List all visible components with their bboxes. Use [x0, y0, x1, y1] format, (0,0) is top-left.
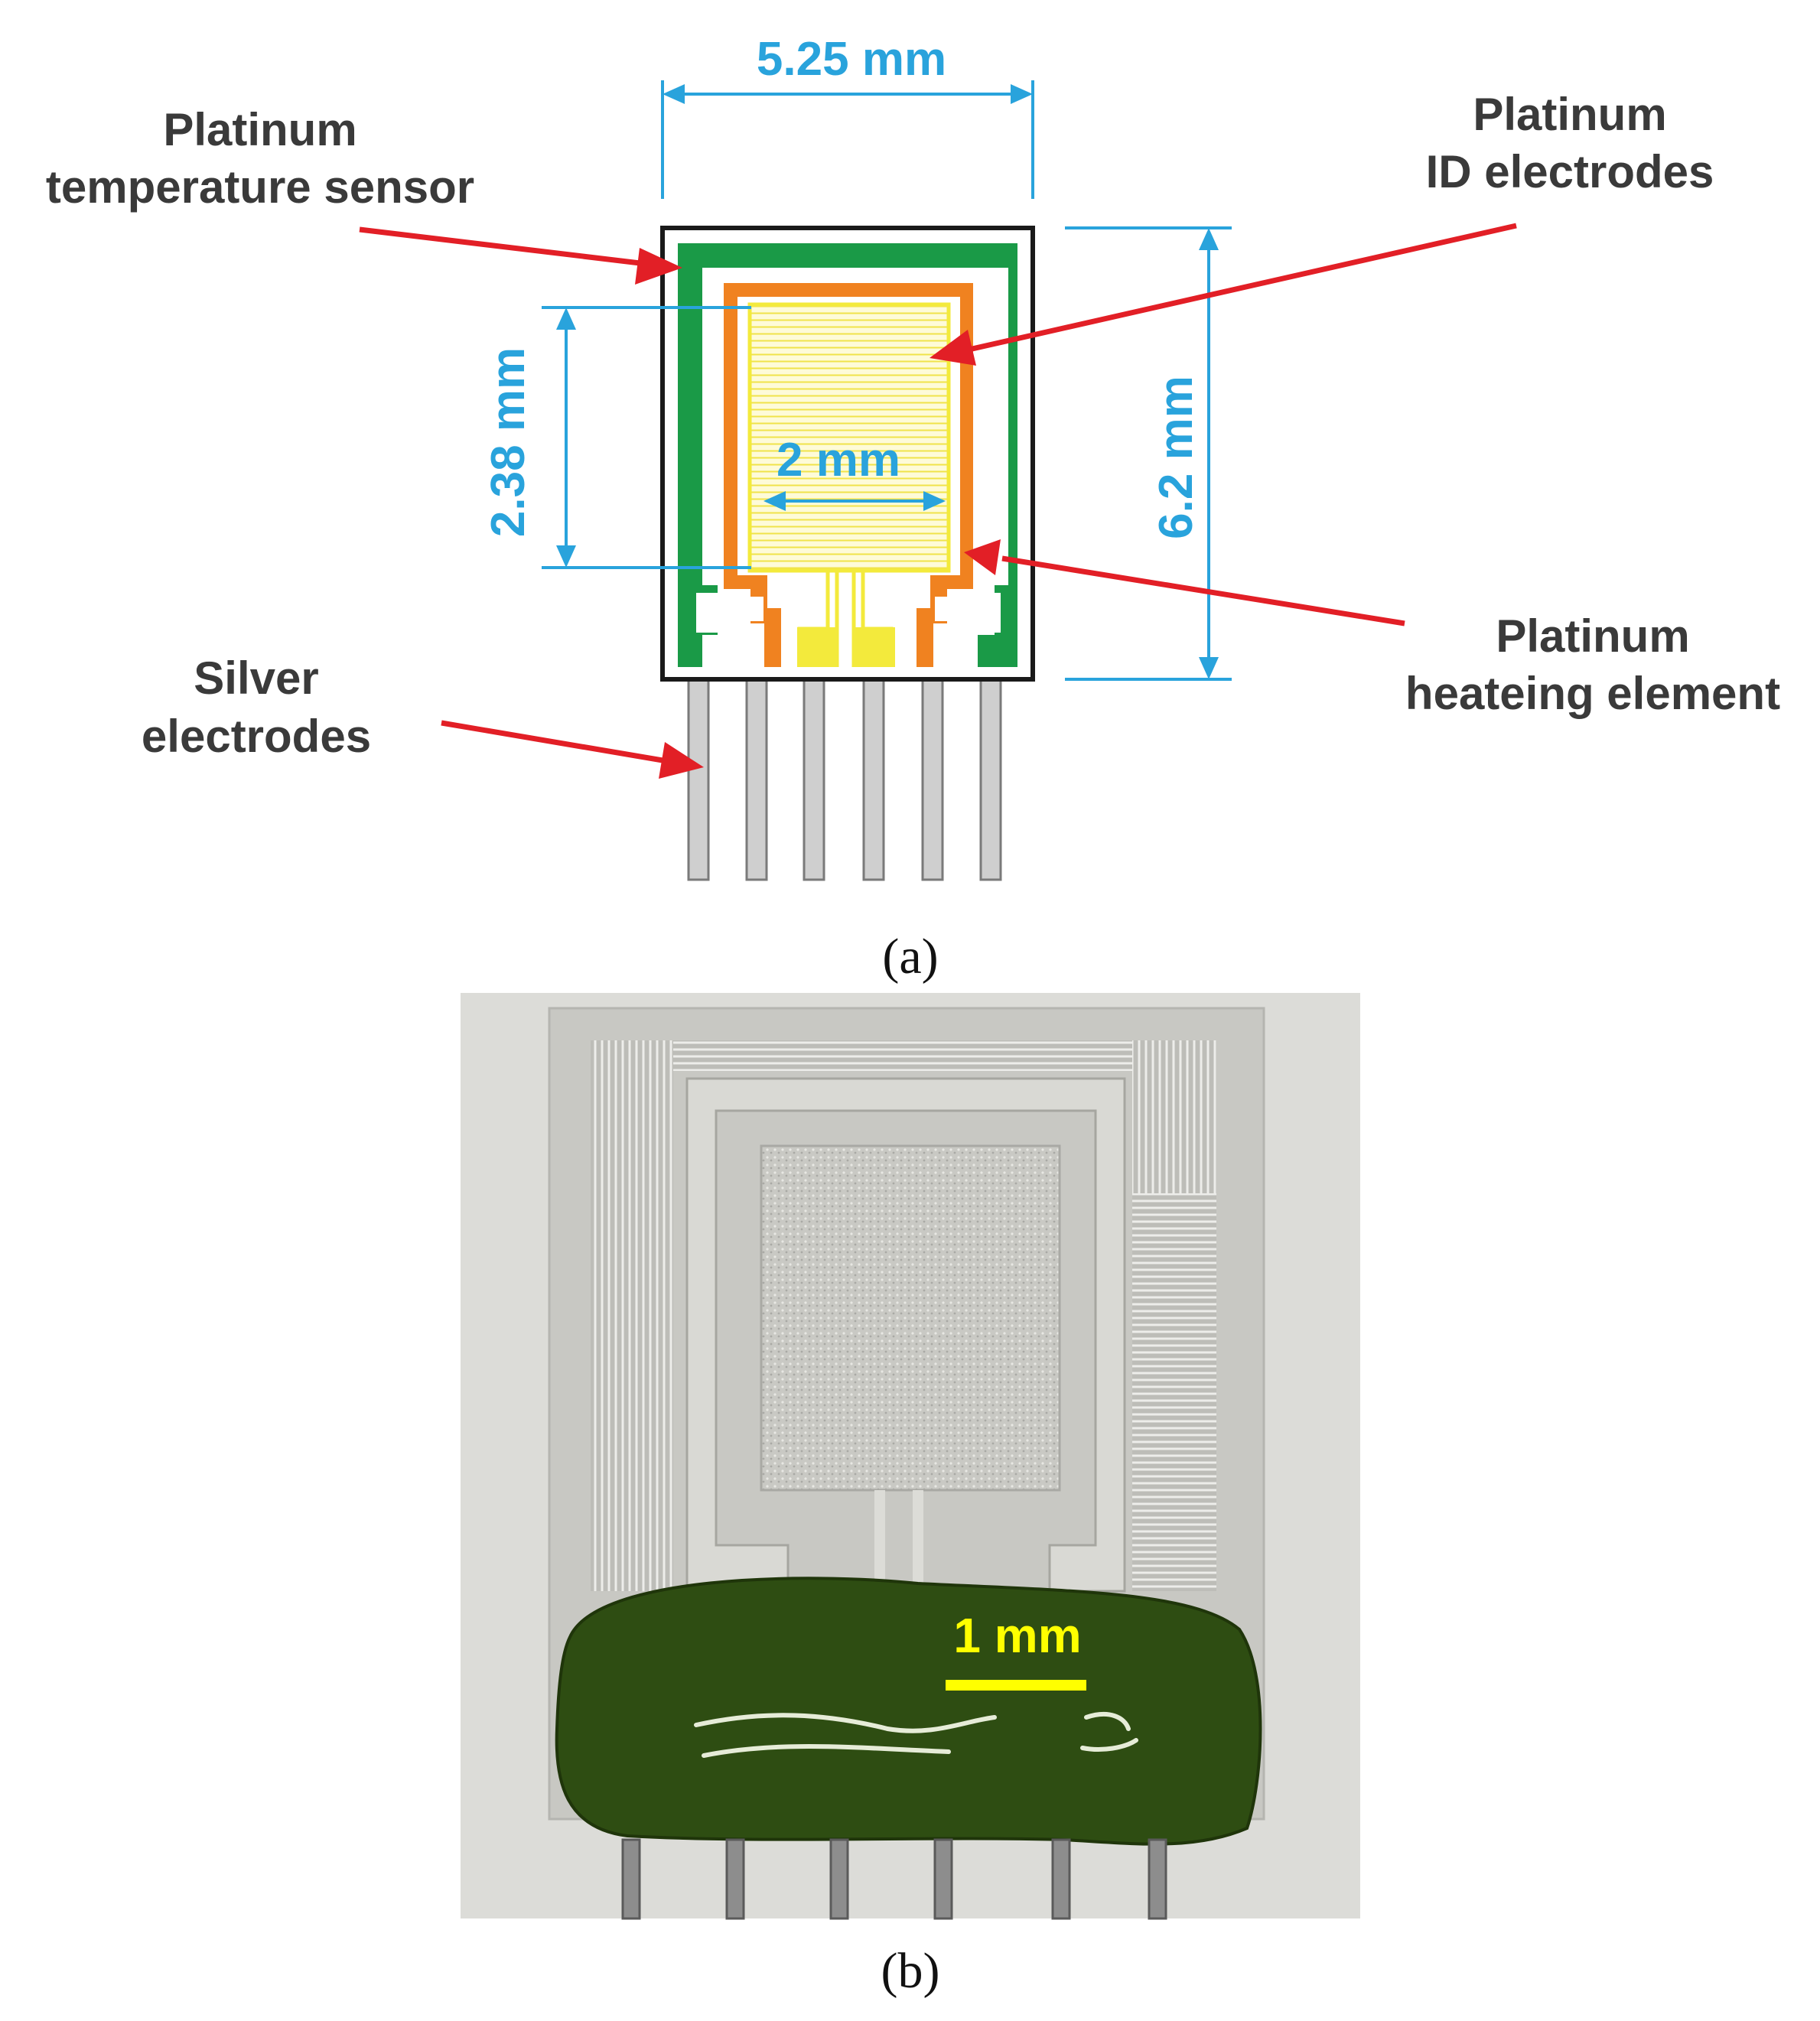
label-silver-electrodes-line1: Silver	[194, 653, 318, 704]
sensor-meander-left	[591, 1040, 673, 1591]
label-id-electrodes-line2: ID electrodes	[1426, 146, 1714, 197]
sensor-pad-left	[696, 593, 733, 633]
id-pad-right	[855, 627, 895, 667]
dimension-width-label: 5.25 mm	[757, 33, 946, 86]
arrow-silver-electrodes	[441, 720, 704, 779]
id-electrode-square	[760, 1144, 1061, 1492]
label-heater-line2: heateing element	[1405, 668, 1780, 719]
arrow-heater	[964, 539, 1405, 626]
dimension-height-label: 6.2 mm	[1150, 376, 1203, 539]
label-heater-line1: Platinum	[1496, 610, 1689, 662]
id-electrode-area	[747, 302, 951, 573]
id-pad-left	[797, 627, 837, 667]
caption-a: (a)	[882, 929, 938, 984]
sensor-meander-right	[1132, 1040, 1216, 1193]
encapsulant-highlight-2	[702, 1744, 951, 1758]
panel-a-schematic: 5.25 mm 6.2 mm 2.38 mm 2 mm	[46, 33, 1780, 984]
label-id-electrodes-line1: Platinum	[1473, 89, 1666, 140]
photo-pin-6	[1148, 1838, 1167, 1920]
caption-b: (b)	[881, 1943, 940, 1999]
photo-pin-5	[1051, 1838, 1071, 1920]
label-temperature-sensor-line2: temperature sensor	[46, 161, 474, 213]
photo-pin-4	[933, 1838, 953, 1920]
dimension-active-width-label: 2 mm	[777, 434, 900, 487]
dimension-width	[661, 80, 1034, 199]
heater-pad-right	[935, 597, 959, 621]
dimension-height	[1065, 226, 1232, 681]
scale-bar-label: 1 mm	[953, 1608, 1081, 1663]
sensor-pad-right	[964, 593, 1001, 633]
encapsulant-highlight-3	[1080, 1712, 1138, 1752]
photo-pin-1	[621, 1838, 641, 1920]
label-silver-electrodes-line2: electrodes	[142, 711, 371, 762]
arrow-id-electrodes	[930, 223, 1517, 366]
callout-arrows	[359, 223, 1517, 779]
label-temperature-sensor-line1: Platinum	[163, 104, 357, 155]
sensor-meander-top	[673, 1040, 1132, 1071]
photo-pin-2	[725, 1838, 745, 1920]
dimension-active-width	[763, 491, 946, 511]
panel-b-photo: 1 mm (b)	[461, 993, 1360, 1999]
encapsulant-highlight-1	[694, 1713, 997, 1733]
scale-bar	[946, 1680, 1086, 1691]
sensor-meander-right-lower	[1132, 1193, 1216, 1591]
arrow-temperature-sensor	[359, 226, 682, 285]
dimension-active-height-label: 2.38 mm	[482, 347, 535, 537]
dimension-active-height	[542, 306, 751, 569]
photo-pins	[621, 1838, 1167, 1920]
heater-pad-left	[739, 597, 763, 621]
green-encapsulant	[555, 1577, 1262, 1846]
photo-pin-3	[829, 1838, 849, 1920]
id-electrode-leads	[874, 1490, 923, 1591]
